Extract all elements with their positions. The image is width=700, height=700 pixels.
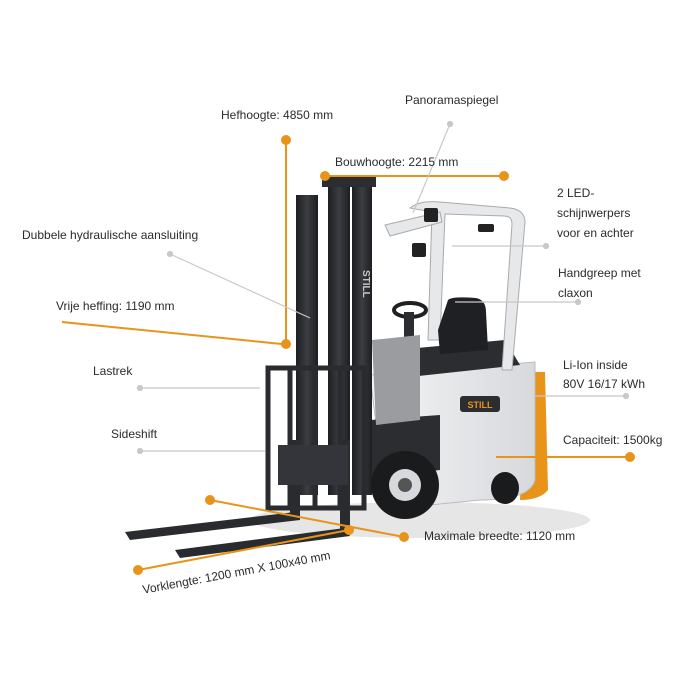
label-hydraulisch: Dubbele hydraulische aansluiting [22,228,199,242]
vorklengte-dot-left [133,565,143,575]
ground-shadow [250,502,590,538]
steering-column [404,312,414,352]
label-led-line2: schijnwerpers [557,206,631,220]
seat-plinth [395,340,520,378]
front-panel [372,335,420,425]
body-logo-plate [460,396,500,412]
breedte-dot-right [399,532,409,542]
label-li-ion-line2: 80V 16/17 kWh [563,377,646,391]
label-led-line1: 2 LED- [557,186,595,200]
sideshift-block [278,445,348,485]
label-lastrek: Lastrek [93,364,133,378]
label-handgreep-line1: Handgreep met [558,266,641,280]
vrije-heffing-line [61,321,283,345]
hefhoogte-dot-bottom [281,339,291,349]
led-side-light [412,243,426,257]
label-breedte: Maximale breedte: 1120 mm [424,529,576,543]
mast-top-beam [322,175,376,187]
label-vrije-heffing: Vrije heffing: 1190 mm [56,299,175,313]
label-panoramaspiegel: Panoramaspiegel [405,93,499,107]
body-logo-text: STILL [468,400,493,410]
seat [438,297,488,354]
hefhoogte-dot-top [281,135,291,145]
rear-wheel [491,472,519,504]
mast-inner-left [328,185,350,495]
label-sideshift: Sideshift [111,427,158,441]
label-bouwhoogte: Bouwhoogte: 2215 mm [335,155,459,169]
vorklengte-dot-right [344,525,354,535]
led-front-light [424,208,438,222]
breedte-line [209,499,405,538]
label-led-line3: voor en achter [557,226,634,240]
label-li-ion-line1: Li-Ion inside [563,358,628,372]
fork-tine-right [175,528,350,558]
breedte-dot-left [205,495,215,505]
led-rear-light [478,224,494,232]
capaciteit-dot [625,452,635,462]
fork-tine-left [125,512,300,540]
bouwhoogte-dot-right [499,171,509,181]
hydraulisch-leader [169,253,311,319]
bouwhoogte-dot-left [320,171,330,181]
label-capaciteit: Capaciteit: 1500kg [563,433,663,447]
label-hefhoogte: Hefhoogte: 4850 mm [221,108,334,122]
mast-inner-right [352,185,372,495]
panoramaspiegel-leader [412,123,451,214]
label-handgreep-line2: claxon [558,286,593,300]
front-wheel-center [398,478,412,492]
vorklengte-line [137,529,350,571]
mast-brand-text: STILL [360,270,371,298]
